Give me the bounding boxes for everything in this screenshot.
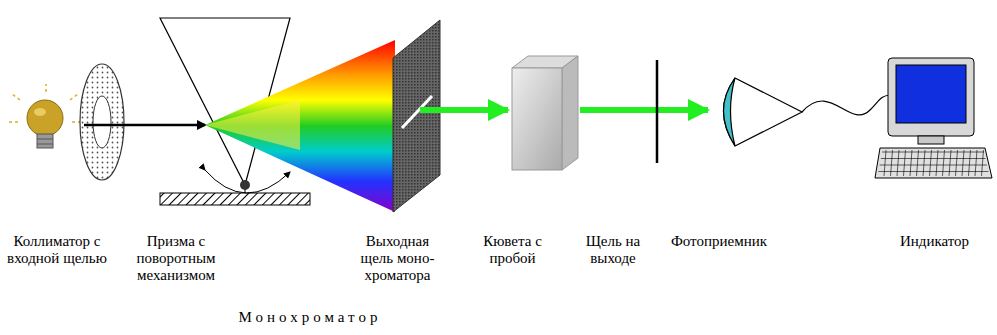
drawing-stroke [904, 150, 906, 176]
spectrum [205, 40, 395, 212]
exit-slit [393, 20, 440, 212]
drawing-stroke [9, 121, 18, 123]
drawing-stroke [956, 150, 958, 176]
drawing-stroke [240, 180, 250, 190]
green-beam [420, 107, 508, 113]
drawing-stroke [724, 78, 803, 146]
light-beam [84, 124, 205, 127]
part-label: Выходная щель моно-хроматора [350, 233, 445, 284]
spectrum-core [205, 100, 300, 150]
drawing-stroke [724, 78, 736, 146]
drawing-stroke [72, 121, 80, 123]
drawing-stroke [880, 165, 987, 166]
green-beam [580, 107, 708, 113]
drawing-stroke [897, 150, 899, 176]
drawing-stroke [393, 20, 440, 212]
drawing-stroke [80, 64, 124, 180]
drawing-stroke [936, 150, 938, 176]
drawing-stroke [37, 144, 53, 145]
drawing-stroke [910, 150, 912, 176]
part-label: Фотоприемник [665, 233, 773, 250]
output-slit [656, 60, 659, 163]
part-label: Кювета с пробой [480, 233, 545, 267]
drawing-stroke [982, 150, 984, 176]
part-label: Щель на выходе [563, 233, 663, 267]
drawing-stroke [891, 150, 893, 176]
drawing-stroke [70, 94, 78, 100]
drawing-stroke [884, 150, 886, 176]
photodetector [724, 78, 891, 146]
drawing-stroke [93, 96, 111, 148]
drawing-stroke [918, 136, 944, 144]
drawing-stroke [45, 84, 47, 92]
drawing-stroke [562, 56, 578, 170]
drawing-stroke [888, 58, 974, 136]
drawing-stroke [962, 150, 964, 176]
collimator [80, 64, 124, 180]
drawing-stroke [882, 152, 984, 153]
drawing-stroke [878, 150, 988, 176]
part-label: Призма с поворотным механизмом [120, 233, 232, 284]
drawing-stroke [969, 150, 971, 176]
drawing-stroke [37, 134, 53, 148]
group-label: Монохроматор [200, 309, 420, 326]
drawing-stroke [875, 148, 992, 178]
cuvette [512, 56, 578, 170]
drawing-stroke [205, 170, 290, 193]
computer [875, 58, 992, 178]
part-label: Коллиматор с входной щелью [2, 233, 112, 267]
drawing-stroke [27, 100, 63, 136]
drawing-stroke [917, 150, 919, 176]
lamp [9, 84, 80, 148]
drawing-stroke [12, 94, 20, 100]
drawing-stroke [949, 150, 951, 176]
drawing-stroke [512, 68, 562, 170]
drawing-stroke [802, 95, 890, 115]
drawing-stroke [923, 150, 925, 176]
drawing-stroke [37, 139, 53, 140]
part-label: Индикатор [875, 233, 994, 250]
rotation-mechanism [160, 170, 310, 205]
drawing-stroke [930, 150, 932, 176]
drawing-stroke [896, 65, 966, 123]
drawing-stroke [34, 108, 46, 116]
drawing-stroke [943, 150, 945, 176]
drawing-stroke [878, 171, 988, 172]
drawing-stroke [975, 150, 977, 176]
drawing-stroke [160, 193, 310, 205]
